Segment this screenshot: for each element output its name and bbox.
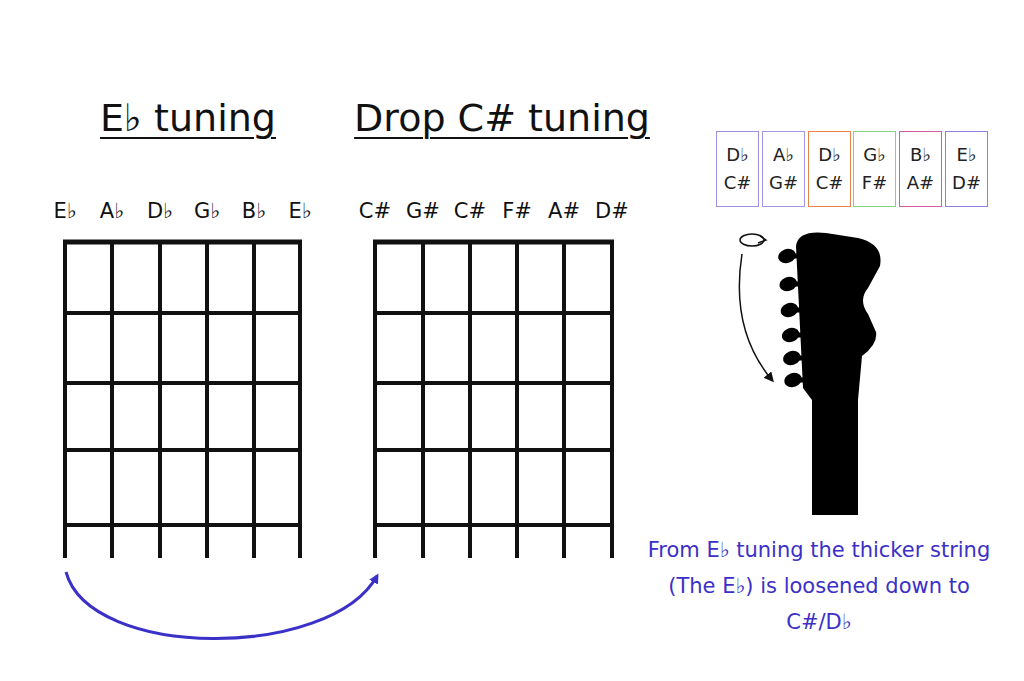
heading: E♭ tuning (100, 96, 276, 140)
note-name: B♭ (910, 141, 931, 169)
note-name: D♭ (726, 141, 748, 169)
note-name: E♭ (957, 141, 977, 169)
note-name: D# (952, 169, 981, 197)
string-note: G♭ (194, 199, 220, 223)
note-name: C# (816, 169, 844, 197)
peg-knob (779, 300, 801, 319)
caption: From E♭ tuning the thicker string (The E… (644, 532, 994, 640)
string-note: C# (359, 199, 391, 223)
note-name: A♭ (773, 141, 794, 169)
fret (63, 523, 302, 527)
string-note: A♭ (100, 199, 124, 223)
note-name: G# (769, 169, 798, 197)
peg-knob (777, 274, 799, 293)
note-name: F# (862, 169, 887, 197)
string-note: B♭ (242, 199, 266, 223)
guitar-string (205, 240, 209, 558)
fret (63, 381, 302, 385)
fret (373, 523, 614, 527)
string-note: E♭ (53, 199, 76, 223)
fret (63, 311, 302, 315)
string-note: C# (454, 199, 486, 223)
string-note: A# (548, 199, 580, 223)
note-box: G♭F# (853, 131, 896, 207)
guitar-string (63, 240, 67, 558)
note-name: A# (907, 169, 934, 197)
peg-knob (782, 370, 804, 389)
headstock-body (796, 233, 881, 515)
tuning-pegs (776, 246, 810, 389)
string-note: G# (406, 199, 440, 223)
guitar-string (252, 240, 256, 558)
guitar-string (110, 240, 114, 558)
fret (63, 448, 302, 452)
fret (373, 311, 614, 315)
guitar-string (421, 240, 425, 558)
note-box: D♭C# (808, 131, 851, 207)
headstock (776, 233, 880, 515)
peg-knob (776, 246, 798, 265)
nut (63, 240, 302, 245)
string-note: D♭ (147, 199, 173, 223)
fretboards (63, 240, 614, 558)
fret (373, 381, 614, 385)
note-box: D♭C# (716, 131, 759, 207)
guitar-string (158, 240, 162, 558)
guitar-string (373, 240, 377, 558)
peg-arrow (739, 254, 772, 380)
guitar-string (515, 240, 519, 558)
nut (373, 240, 614, 245)
heading: Drop C# tuning (354, 96, 650, 140)
fret (373, 448, 614, 452)
string-note: D# (595, 199, 629, 223)
string-note: E♭ (288, 199, 311, 223)
note-box: B♭A# (899, 131, 942, 207)
turn-symbol-head (758, 236, 766, 243)
note-name: C# (724, 169, 752, 197)
peg-knob (780, 325, 802, 344)
guitar-string (562, 240, 566, 558)
note-box: A♭G# (762, 131, 805, 207)
guitar-string (610, 240, 614, 558)
note-name: D♭ (818, 141, 840, 169)
note-name: G♭ (863, 141, 885, 169)
guitar-string (468, 240, 472, 558)
string-note: F# (502, 199, 532, 223)
note-box: E♭D# (945, 131, 988, 207)
tuning-arrow (66, 572, 377, 639)
peg-knob (781, 348, 803, 367)
guitar-string (298, 240, 302, 558)
